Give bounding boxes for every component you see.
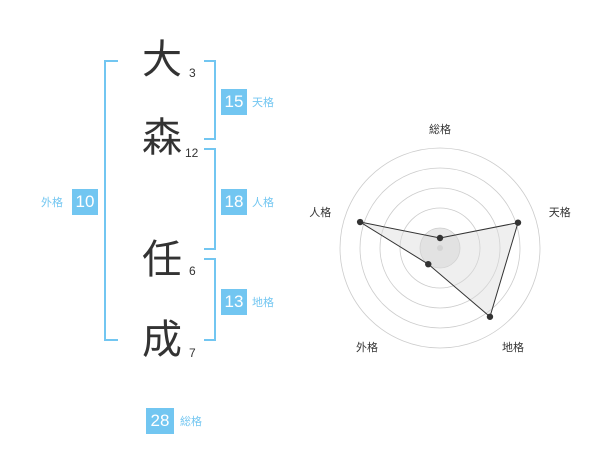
tenkaku-bracket <box>204 60 216 140</box>
radar-axis-label-2: 天格 <box>549 205 571 219</box>
gaikaku-bracket <box>104 60 118 341</box>
tenkaku-label: 天格 <box>252 96 274 109</box>
name-char-1: 大 <box>142 37 182 83</box>
radar-axis-label-5: 人格 <box>309 205 331 219</box>
radar-ring-5 <box>339 147 541 349</box>
radar-polygon <box>359 221 519 318</box>
radar-axis-label-4: 外格 <box>356 340 378 354</box>
chikaku-score: 13 <box>221 289 247 315</box>
radar-point-2 <box>514 219 522 226</box>
soukaku-score: 28 <box>146 408 174 434</box>
radar-grid <box>339 147 541 349</box>
radar-point-1 <box>436 234 444 242</box>
chikaku-bracket <box>204 258 216 341</box>
jinkaku-score: 18 <box>221 189 247 215</box>
name-char-4: 成 <box>142 317 182 363</box>
chikaku-label: 地格 <box>252 296 274 309</box>
stroke-count-3: 6 <box>189 264 196 278</box>
radar-point-5 <box>356 218 364 226</box>
radar-point-3 <box>486 313 494 320</box>
radar-axis-label-1: 総格 <box>429 122 451 136</box>
soukaku-label: 総格 <box>180 415 202 428</box>
stroke-count-4: 7 <box>189 346 196 360</box>
radar-ring-2 <box>399 207 481 289</box>
jinkaku-bracket <box>204 148 216 250</box>
stroke-count-1: 3 <box>189 66 196 80</box>
name-char-2: 森 <box>142 115 182 161</box>
radar-ring-3 <box>379 187 501 309</box>
radar-axis-label-3: 地格 <box>502 340 524 354</box>
stroke-count-2: 12 <box>185 146 199 160</box>
name-char-3: 任 <box>142 237 182 283</box>
tenkaku-score: 15 <box>221 89 247 115</box>
gaikaku-score: 10 <box>72 189 98 215</box>
radar-point-4 <box>425 260 432 268</box>
gaikaku-label: 外格 <box>41 196 63 209</box>
jinkaku-label: 人格 <box>252 196 274 209</box>
radar-center <box>437 245 443 251</box>
radar-ring-4 <box>359 167 521 329</box>
radar-shape <box>356 218 522 320</box>
